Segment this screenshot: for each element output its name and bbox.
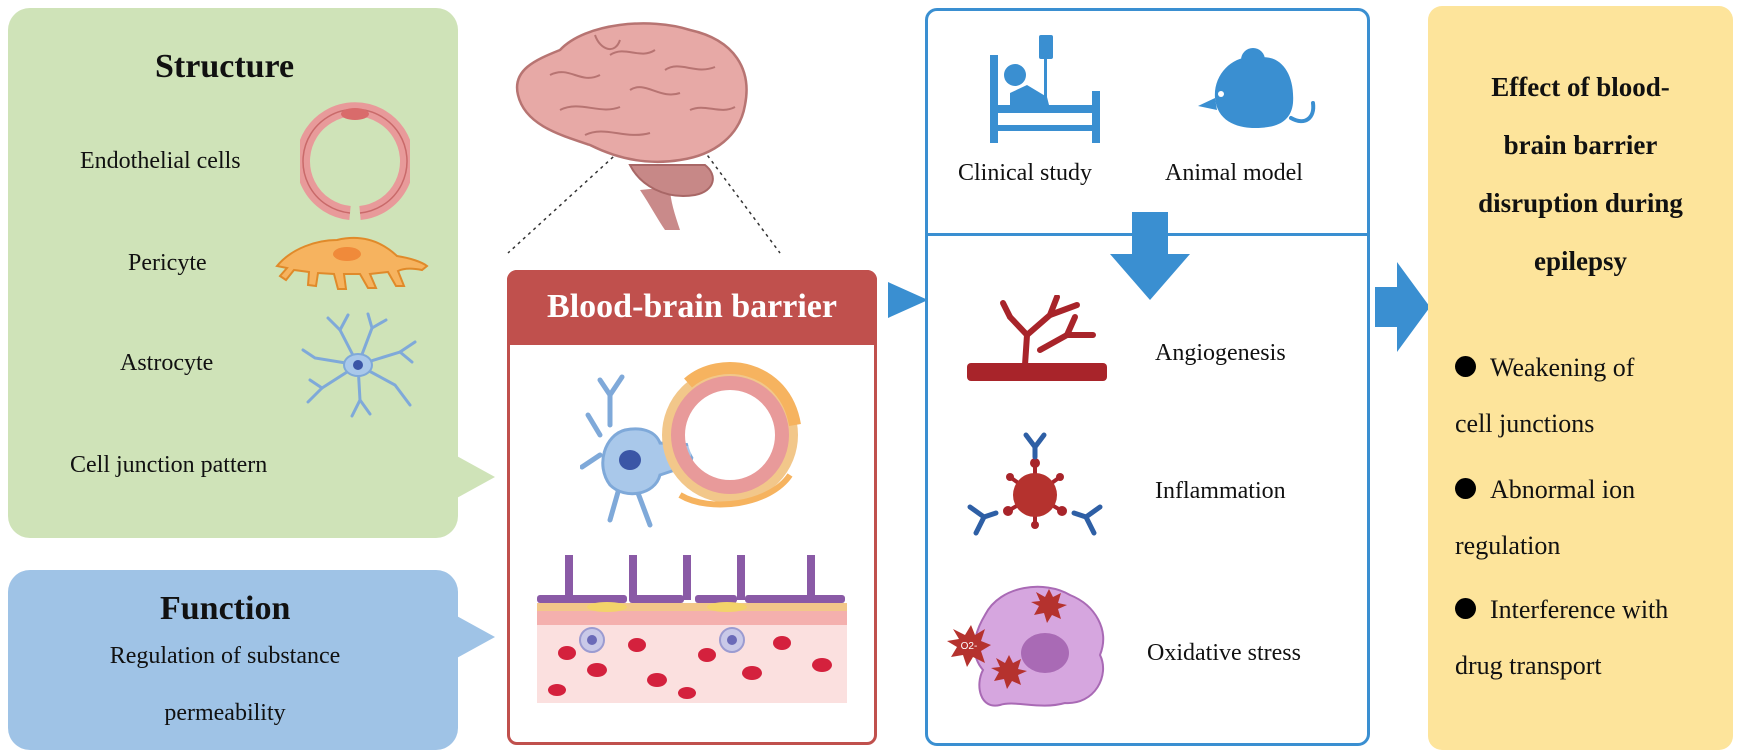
bbb-header [507,270,877,345]
mouse-icon [1198,48,1316,128]
bullet-icon [1455,598,1476,619]
bullet-icon [1455,356,1476,377]
pericyte-icon [275,236,429,290]
study-box [925,8,1370,746]
mechanism-angiogenesis: Angiogenesis [1155,340,1286,366]
effect-item-ion-regulation: Abnormal ion regulation [1455,462,1635,574]
function-pointer [455,615,495,659]
structure-item-astrocyte: Astrocyte [120,350,214,376]
effect-item-line: Abnormal ion [1490,475,1636,504]
effect-title-line-2: brain barrier [1503,130,1658,160]
effect-title: Effect of blood- brain barrier disruptio… [1438,58,1723,290]
function-panel [8,570,458,750]
angiogenesis-vessel-icon [967,295,1107,381]
function-line-2: permeability [164,700,286,726]
effect-item-line: Weakening of [1490,353,1635,382]
bbb-junction-layer-icon [537,555,847,703]
effect-title-line-1: Effect of blood- [1491,72,1670,102]
arrow-down-icon [1110,212,1190,300]
inflammation-icon [967,432,1103,536]
mechanism-oxidative-stress: Oxidative stress [1147,640,1301,666]
effect-title-line-4: epilepsy [1533,246,1627,276]
effect-panel [1428,6,1733,750]
bullet-icon [1455,478,1476,499]
source-clinical-study: Clinical study [958,160,1092,186]
arrow-study-to-effect [1375,262,1430,352]
brain-illustration [507,22,781,254]
source-animal-model: Animal model [1165,160,1303,186]
effect-item-drug-transport: Interference with drug transport [1455,582,1668,694]
oxidative-stress-icon: O2- [947,585,1105,707]
effect-item-weakening: Weakening of cell junctions [1455,340,1634,452]
hospital-bed-icon [990,35,1100,143]
effect-item-line: cell junctions [1455,409,1595,438]
oxygen-label: O2- [961,641,978,652]
endothelial-cell-icon [300,102,410,220]
structure-item-endothelial: Endothelial cells [80,148,241,174]
structure-pointer [455,455,495,499]
function-line-1: Regulation of substance [109,643,341,669]
effect-item-line: Interference with [1490,595,1669,624]
effect-title-line-3: disruption during [1478,188,1683,218]
effect-item-line: regulation [1455,531,1561,560]
arrow-bbb-to-study [888,282,928,318]
astrocyte-icon [301,312,417,418]
bbb-cross-section-icon [580,362,801,528]
bbb-title: Blood-brain barrier [547,288,837,325]
function-title: Function [160,590,291,627]
structure-item-pericyte: Pericyte [128,250,207,276]
effect-item-line: drug transport [1455,651,1602,680]
mechanism-inflammation: Inflammation [1155,478,1286,504]
structure-title: Structure [155,48,295,85]
structure-item-cell-junction: Cell junction pattern [70,452,268,478]
